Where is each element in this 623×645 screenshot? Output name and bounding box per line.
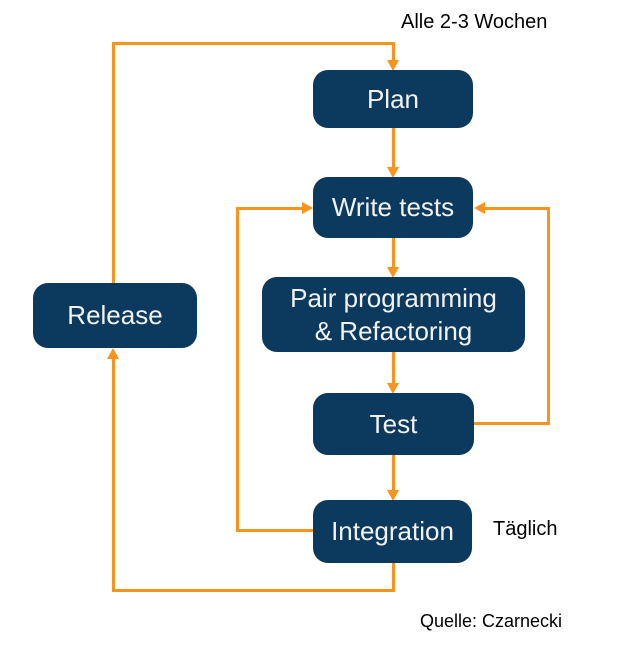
node-release: Release: [33, 283, 197, 348]
arrow-write-tests-to-pair-line: [392, 238, 395, 267]
cycle-note: Alle 2-3 Wochen: [401, 11, 548, 33]
node-integration: Integration: [313, 500, 472, 563]
arrowhead-into-integration-icon: [387, 490, 399, 501]
daily-note: Täglich: [493, 518, 558, 540]
arrowhead-into-write-tests-top-icon: [387, 167, 399, 178]
node-pair-programming: Pair programming & Refactoring: [262, 277, 525, 352]
arrow-integration-to-release-vertical-up: [112, 359, 115, 591]
arrow-release-to-plan-vertical-down: [392, 42, 395, 61]
arrow-integration-to-release-horizontal-bottom: [112, 589, 395, 592]
arrowhead-into-write-tests-right-icon: [474, 202, 485, 214]
node-plan: Plan: [313, 70, 473, 128]
arrow-integration-to-write-tests-vertical: [236, 207, 239, 532]
arrow-pair-to-test-line: [392, 352, 395, 383]
arrow-release-to-plan-horizontal-top: [112, 42, 395, 45]
arrowhead-into-plan-icon: [387, 60, 399, 71]
node-pair-programming-label-line1: Pair programming: [290, 283, 497, 313]
arrow-release-to-plan-vertical-left: [112, 42, 115, 283]
arrowhead-into-pair-programming-icon: [387, 267, 399, 278]
source-note: Quelle: Czarnecki: [420, 611, 563, 631]
arrowhead-into-test-icon: [387, 383, 399, 394]
node-pair-programming-label-line2: & Refactoring: [314, 315, 473, 346]
node-test-label: Test: [369, 408, 418, 439]
arrow-test-to-write-tests-horizontal-bottom: [474, 422, 550, 425]
node-write-tests: Write tests: [313, 177, 473, 238]
node-write-tests-label: Write tests: [331, 192, 455, 223]
node-plan-label: Plan: [366, 83, 420, 114]
arrowhead-into-write-tests-left-icon: [302, 202, 313, 214]
node-test: Test: [313, 393, 474, 455]
arrowhead-into-release-icon: [107, 348, 119, 359]
arrow-integration-to-write-tests-horizontal-top: [236, 207, 302, 210]
node-integration-label: Integration: [331, 516, 454, 547]
arrow-integration-to-write-tests-horizontal-bottom: [236, 529, 313, 532]
node-release-label: Release: [67, 300, 163, 331]
arrow-test-to-write-tests-horizontal-top: [485, 207, 550, 210]
arrow-test-to-integration-line: [392, 455, 395, 490]
arrow-integration-to-release-vertical-down: [392, 563, 395, 592]
arrow-plan-to-write-tests-line: [392, 128, 395, 167]
arrow-test-to-write-tests-vertical: [547, 207, 550, 425]
